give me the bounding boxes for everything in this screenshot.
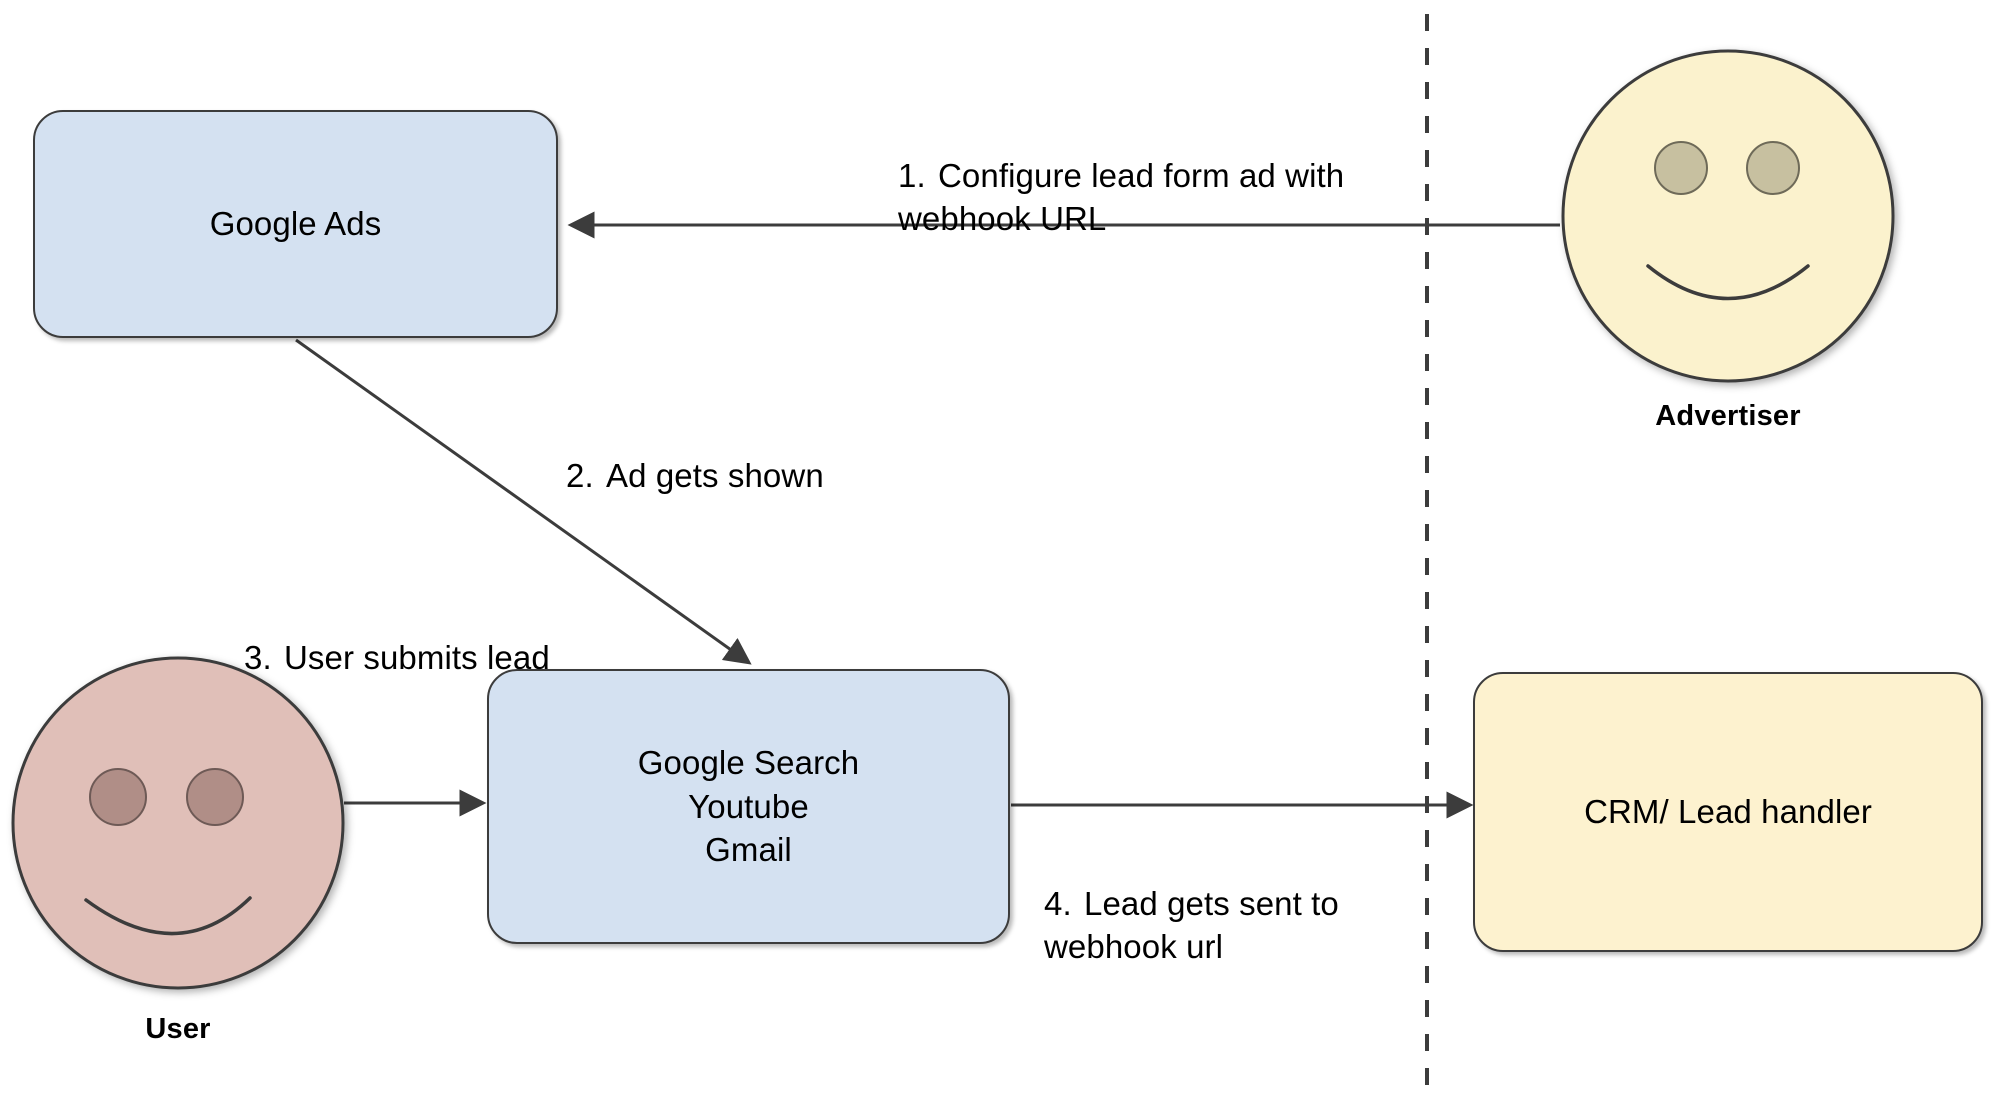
user-smile-icon bbox=[84, 896, 252, 936]
advertiser-smile-icon bbox=[1646, 264, 1810, 301]
advertiser-right-eye-icon bbox=[1746, 141, 1800, 195]
node-google-ads[interactable]: Google Ads bbox=[33, 110, 558, 338]
advertiser-smiley-face-icon bbox=[1561, 49, 1895, 383]
edge-label-step-2-text: Ad gets shown bbox=[606, 456, 824, 494]
edge-label-step-3: 3. User submits lead bbox=[244, 594, 604, 680]
edge-label-step-3-text: User submits lead bbox=[284, 638, 550, 676]
edge-label-step-1-text: Configure lead form ad with webhook URL bbox=[898, 156, 1345, 237]
node-google-ads-label: Google Ads bbox=[209, 205, 382, 243]
actor-advertiser-label: Advertiser bbox=[1655, 400, 1801, 432]
edge-label-step-4-number: 4. bbox=[1044, 884, 1072, 922]
edge-label-step-4: 4.Lead gets sent to webhook url bbox=[1044, 840, 1424, 969]
edge-label-step-1-number: 1. bbox=[898, 156, 926, 194]
advertiser-left-eye-icon bbox=[1654, 141, 1708, 195]
edge-label-step-2: 2. Ad gets shown bbox=[566, 412, 906, 498]
node-google-properties-label: Google Search Youtube Gmail bbox=[637, 743, 860, 869]
user-left-eye-icon bbox=[89, 768, 147, 826]
actor-user-label: User bbox=[145, 1013, 211, 1045]
node-crm-lead-handler[interactable]: CRM/ Lead handler bbox=[1473, 672, 1983, 952]
edge-label-step-3-number: 3. bbox=[244, 638, 272, 676]
edge-label-step-4-text: Lead gets sent to webhook url bbox=[1044, 884, 1339, 965]
node-google-properties[interactable]: Google Search Youtube Gmail bbox=[487, 669, 1010, 944]
edge-label-step-1: 1.Configure lead form ad with webhook UR… bbox=[898, 112, 1368, 241]
user-right-eye-icon bbox=[186, 768, 244, 826]
edge-label-step-2-number: 2. bbox=[566, 456, 594, 494]
actor-user[interactable]: User bbox=[10, 655, 346, 1045]
node-crm-lead-handler-label: CRM/ Lead handler bbox=[1584, 793, 1872, 831]
actor-advertiser[interactable]: Advertiser bbox=[1560, 48, 1896, 432]
user-smiley-face-icon bbox=[11, 656, 345, 990]
